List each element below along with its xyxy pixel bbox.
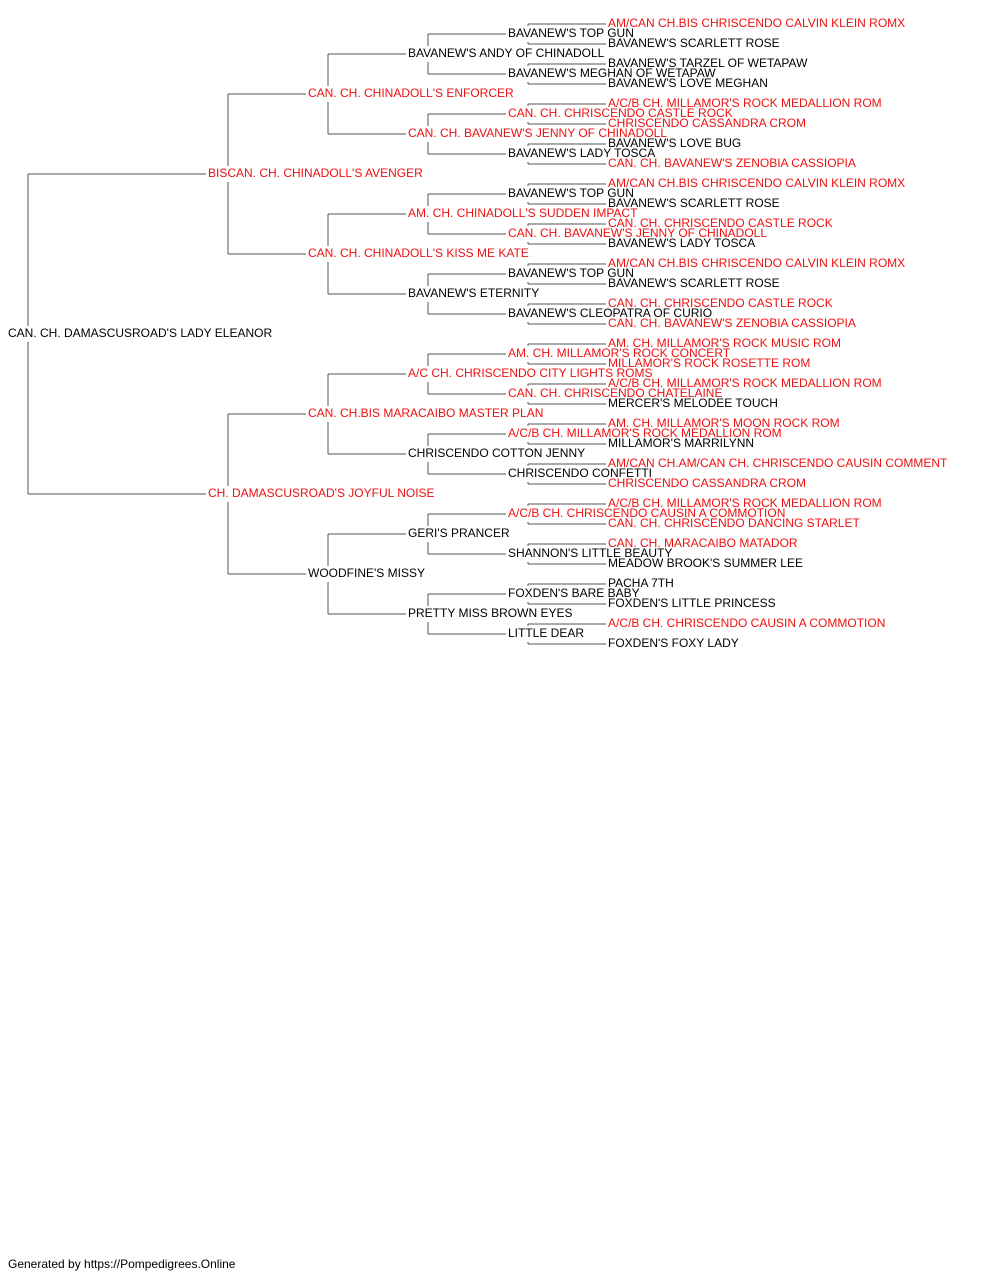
ancestor-name: CAN. CH. BAVANEW'S ZENOBIA CASSIOPIA <box>608 316 856 330</box>
ancestor-name: BAVANEW'S ANDY OF CHINADOLL <box>408 46 605 60</box>
ancestor-name: BISCAN. CH. CHINADOLL'S AVENGER <box>208 166 423 180</box>
ancestor-name: BAVANEW'S SCARLETT ROSE <box>608 196 780 210</box>
ancestor-name: BAVANEW'S CLEOPATRA OF CURIO <box>508 306 712 320</box>
ancestor-name: PRETTY MISS BROWN EYES <box>408 606 572 620</box>
generated-by-footer: Generated by https://Pompedigrees.Online <box>8 1257 236 1271</box>
ancestor-name: BAVANEW'S LOVE BUG <box>608 136 741 150</box>
ancestor-name: FOXDEN'S FOXY LADY <box>608 636 739 650</box>
ancestor-name: BAVANEW'S SCARLETT ROSE <box>608 36 780 50</box>
ancestor-name: A/C/B CH. MILLAMOR'S ROCK MEDALLION ROM <box>608 496 882 510</box>
ancestor-name: A/C/B CH. CHRISCENDO CAUSIN A COMMOTION <box>508 506 785 520</box>
ancestor-name: BAVANEW'S LADY TOSCA <box>608 236 755 250</box>
ancestor-name: BAVANEW'S TOP GUN <box>508 266 634 280</box>
ancestor-name: MEADOW BROOK'S SUMMER LEE <box>608 556 803 570</box>
subject-name: CAN. CH. DAMASCUSROAD'S LADY ELEANOR <box>8 326 272 340</box>
ancestor-name: CAN. CH. CHRISCENDO DANCING STARLET <box>608 516 860 530</box>
ancestor-name: WOODFINE'S MISSY <box>308 566 425 580</box>
ancestor-name: AM. CH. CHINADOLL'S SUDDEN IMPACT <box>408 206 638 220</box>
ancestor-name: CHRISCENDO COTTON JENNY <box>408 446 585 460</box>
ancestor-name: SHANNON'S LITTLE BEAUTY <box>508 546 672 560</box>
ancestor-name: LITTLE DEAR <box>508 626 584 640</box>
ancestor-name: CAN. CH.BIS MARACAIBO MASTER PLAN <box>308 406 543 420</box>
ancestor-name: CHRISCENDO CONFETTI <box>508 466 652 480</box>
ancestor-name: AM. CH. MILLAMOR'S ROCK CONCERT <box>508 346 731 360</box>
ancestor-name: AM. CH. MILLAMOR'S ROCK MUSIC ROM <box>608 336 841 350</box>
ancestor-name: CAN. CH. CHRISCENDO CASTLE ROCK <box>608 296 833 310</box>
ancestor-name: BAVANEW'S SCARLETT ROSE <box>608 276 780 290</box>
ancestor-name: MILLAMOR'S ROCK ROSETTE ROM <box>608 356 810 370</box>
ancestor-name: BAVANEW'S TOP GUN <box>508 26 634 40</box>
ancestor-name: BAVANEW'S ETERNITY <box>408 286 539 300</box>
ancestor-name: AM/CAN CH.BIS CHRISCENDO CALVIN KLEIN RO… <box>608 16 905 30</box>
ancestor-name: CAN. CH. CHRISCENDO CASTLE ROCK <box>508 106 733 120</box>
pedigree-labels: CAN. CH. DAMASCUSROAD'S LADY ELEANOR BISC… <box>8 16 948 650</box>
ancestor-name: CHRISCENDO CASSANDRA CROM <box>608 476 806 490</box>
ancestor-name: AM/CAN CH.BIS CHRISCENDO CALVIN KLEIN RO… <box>608 176 905 190</box>
ancestor-name: BAVANEW'S LADY TOSCA <box>508 146 655 160</box>
ancestor-name: CAN. CH. CHRISCENDO CASTLE ROCK <box>608 216 833 230</box>
ancestor-name: AM. CH. MILLAMOR'S MOON ROCK ROM <box>608 416 840 430</box>
ancestor-name: BAVANEW'S MEGHAN OF WETAPAW <box>508 66 716 80</box>
ancestor-name: A/C/B CH. MILLAMOR'S ROCK MEDALLION ROM <box>608 96 882 110</box>
ancestor-name: CAN. CH. CHINADOLL'S ENFORCER <box>308 86 514 100</box>
ancestor-name: MILLAMOR'S MARRILYNN <box>608 436 754 450</box>
ancestor-name: A/C/B CH. MILLAMOR'S ROCK MEDALLION ROM <box>608 376 882 390</box>
ancestor-name: CAN. CH. CHRISCENDO CHATELAINE <box>508 386 722 400</box>
ancestor-name: CAN. CH. BAVANEW'S ZENOBIA CASSIOPIA <box>608 156 856 170</box>
ancestor-name: BAVANEW'S TOP GUN <box>508 186 634 200</box>
ancestor-name: AM/CAN CH.BIS CHRISCENDO CALVIN KLEIN RO… <box>608 256 905 270</box>
ancestor-name: A/C/B CH. MILLAMOR'S ROCK MEDALLION ROM <box>508 426 782 440</box>
ancestor-name: FOXDEN'S BARE BABY <box>508 586 640 600</box>
ancestor-name: AM/CAN CH.AM/CAN CH. CHRISCENDO CAUSIN C… <box>608 456 948 470</box>
ancestor-name: GERI'S PRANCER <box>408 526 510 540</box>
ancestor-name: MERCER'S MELODEE TOUCH <box>608 396 778 410</box>
ancestor-name: CHRISCENDO CASSANDRA CROM <box>608 116 806 130</box>
ancestor-name: CAN. CH. CHINADOLL'S KISS ME KATE <box>308 246 529 260</box>
ancestor-name: FOXDEN'S LITTLE PRINCESS <box>608 596 776 610</box>
ancestor-name: BAVANEW'S LOVE MEGHAN <box>608 76 768 90</box>
ancestor-name: CAN. CH. BAVANEW'S JENNY OF CHINADOLL <box>408 126 667 140</box>
ancestor-name: BAVANEW'S TARZEL OF WETAPAW <box>608 56 808 70</box>
ancestor-name: PACHA 7TH <box>608 576 674 590</box>
ancestor-name: A/C/B CH. CHRISCENDO CAUSIN A COMMOTION <box>608 616 885 630</box>
ancestor-name: CH. DAMASCUSROAD'S JOYFUL NOISE <box>208 486 435 500</box>
ancestor-name: CAN. CH. MARACAIBO MATADOR <box>608 536 798 550</box>
ancestor-name: CAN. CH. BAVANEW'S JENNY OF CHINADOLL <box>508 226 767 240</box>
ancestor-name: A/C CH. CHRISCENDO CITY LIGHTS ROMS <box>408 366 652 380</box>
pedigree-links <box>27 23 606 645</box>
